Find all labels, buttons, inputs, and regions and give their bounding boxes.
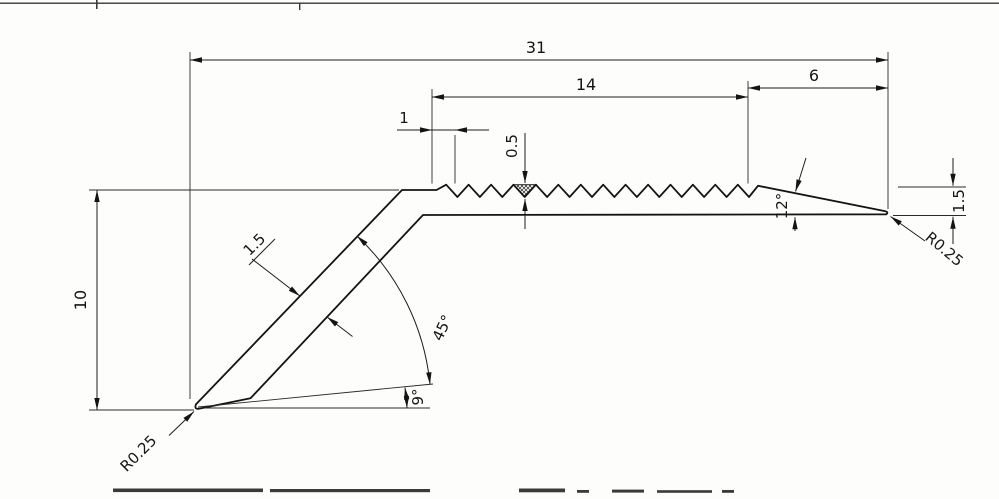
- scan-tick-2: [299, 3, 301, 10]
- dim-leader-radius-right: [890, 216, 926, 242]
- dim-arc-leg-angle: [356, 235, 432, 385]
- dim-leader-radius-left: [168, 411, 195, 436]
- dimension-labels: 31 14 6 1 0.5 10 1.5 45° 9° 12° 1.5 R0.2…: [71, 38, 968, 475]
- dim-serration-width-label: 14: [576, 75, 596, 94]
- dim-tip-angle-label: 9°: [409, 388, 427, 405]
- sheet-edge-bottom-dash-1: [113, 488, 263, 493]
- dim-end-angle-label: 12°: [773, 193, 791, 220]
- dim-end-width-label: 6: [809, 66, 819, 85]
- dim-arc-tip-angle: [403, 387, 410, 409]
- sheet-edge-top: [0, 2, 999, 4]
- scan-tick-1: [96, 0, 98, 9]
- dim-tooth-depth-label: 0.5: [503, 134, 521, 158]
- dim-end-thickness-label: 1.5: [950, 189, 968, 213]
- dim-radius-left-label: R0.25: [117, 432, 161, 476]
- dim-leg-angle-label: 45°: [429, 312, 457, 344]
- sheet-edge-bottom-dash-2: [270, 489, 430, 493]
- dim-leader-end-angle: [795, 157, 807, 192]
- dim-overall-width-label: 31: [526, 38, 546, 57]
- profile-outline: [194, 183, 889, 410]
- dim-tooth-pitch-label: 1: [399, 109, 409, 127]
- ref-line-tip-9deg: [197, 383, 434, 408]
- sheet-edge-bottom-dash-6: [657, 490, 712, 493]
- sheet-edge-bottom-dash-5: [612, 489, 644, 493]
- dim-text-underline-leg-thickness: [248, 238, 276, 266]
- dim-arrow-leg-thickness-outer: [251, 258, 301, 297]
- sheet-edge-bottom-dash-3: [519, 488, 565, 493]
- dim-arrow-leg-thickness-inner: [326, 316, 353, 337]
- dim-leg-thickness-label: 1.5: [240, 230, 270, 260]
- sheet-edge-bottom-dash-7: [722, 490, 734, 493]
- sheet-edge-bottom-dash-4: [577, 490, 589, 493]
- dim-height-label: 10: [71, 290, 90, 310]
- extension-lines: [89, 52, 966, 411]
- dim-radius-right-label: R0.25: [922, 228, 967, 270]
- measured-tooth-hatch: [512, 184, 537, 198]
- dimension-lines: [94, 57, 956, 436]
